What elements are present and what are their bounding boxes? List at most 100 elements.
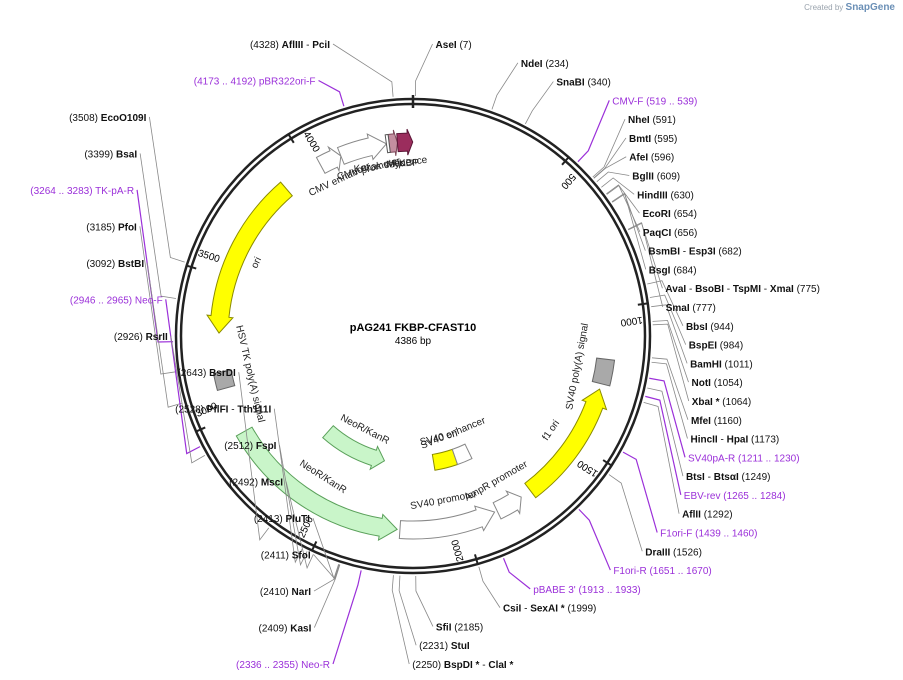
label-part: (777) <box>690 303 716 314</box>
primer-label[interactable]: (2946 .. 2965) Neo-F <box>70 295 163 306</box>
primer-label[interactable]: EBV-rev (1265 .. 1284) <box>684 491 786 502</box>
feature-sv40-promoter <box>398 505 496 540</box>
enzyme-label[interactable]: AfeI (596) <box>629 153 674 164</box>
label-part: (3399) <box>84 149 116 160</box>
enzyme-label[interactable]: NotI (1054) <box>692 378 743 389</box>
label-part: (3185) <box>86 222 118 233</box>
enzyme-labels: AseI (7) NdeI (234) SnaBI (340)CMV-F (519 … <box>30 40 820 671</box>
label-part: (7) <box>457 40 472 51</box>
label-part: (2410) <box>260 587 292 598</box>
label-part: (2413) <box>254 514 286 525</box>
enzyme-label[interactable]: (2409) KasI <box>259 624 312 635</box>
leader-line <box>608 474 643 552</box>
enzyme-label[interactable]: (3092) BstBI <box>86 259 144 270</box>
tick-mark <box>474 554 479 566</box>
enzyme-label[interactable]: EcoRI (654) <box>642 209 696 220</box>
enzyme-label[interactable]: BsmBI - Esp3I (682) <box>648 247 741 258</box>
enzyme-label[interactable]: AvaI - BsoBI - TspMI - XmaI (775) <box>665 284 820 295</box>
enzyme-label[interactable]: (2411) SfoI <box>261 551 311 562</box>
label-part: (1064) <box>722 397 751 408</box>
enzyme-label[interactable]: DraIII (1526) <box>645 547 702 558</box>
label-part: - <box>521 604 530 615</box>
primer-label[interactable]: (4173 .. 4192) pBR322ori-F <box>194 76 316 87</box>
enzyme-label[interactable]: NdeI (234) <box>521 59 569 70</box>
label-part: F1ori-F <box>660 528 692 539</box>
enzyme-label[interactable]: BtsI - BtsαI (1249) <box>686 472 771 483</box>
label-part: RsrII <box>146 332 168 343</box>
label-part: (1173) <box>748 435 779 446</box>
enzyme-label[interactable]: HindIII (630) <box>637 190 694 201</box>
enzyme-label[interactable]: NheI (591) <box>628 115 676 126</box>
enzyme-label[interactable]: BspEI (984) <box>689 341 743 352</box>
enzyme-label[interactable]: (2643) BsrDI <box>177 368 236 379</box>
leader-line <box>651 357 689 420</box>
primer-label[interactable]: CMV-F (519 .. 539) <box>612 96 697 107</box>
tick-mark <box>194 426 206 433</box>
enzyme-label[interactable]: HincII - HpaI (1173) <box>690 435 779 446</box>
enzyme-label[interactable]: (2926) RsrII <box>114 332 168 343</box>
leader-line <box>606 184 640 214</box>
label-part: (2926) <box>114 332 146 343</box>
enzyme-label[interactable]: (4328) AflIII - PciI <box>250 40 330 51</box>
primer-label[interactable]: F1ori-R (1651 .. 1670) <box>613 566 711 577</box>
leader-line <box>611 192 646 251</box>
enzyme-label[interactable]: (3508) EcoO109I <box>69 113 146 124</box>
leader-line <box>146 262 183 408</box>
enzyme-label[interactable]: SmaI (777) <box>666 303 716 314</box>
label-part: (1054) <box>711 378 743 389</box>
enzyme-label[interactable]: XbaI * (1064) <box>692 397 751 408</box>
primer-label[interactable]: SV40pA-R (1211 .. 1230) <box>688 453 800 464</box>
label-part: KasI <box>290 624 311 635</box>
label-part: (519 .. 539) <box>643 96 697 107</box>
enzyme-label[interactable]: (2413) PluTI <box>254 514 310 525</box>
enzyme-label[interactable]: SnaBI (340) <box>556 78 610 89</box>
brand-product: SnapGene <box>845 2 895 13</box>
enzyme-label[interactable]: (2250) BspDI * - ClaI * <box>412 660 513 671</box>
enzyme-label[interactable]: AflII (1292) <box>682 510 733 521</box>
label-part: AseI <box>436 40 457 51</box>
enzyme-label[interactable]: BamHI (1011) <box>690 359 753 370</box>
enzyme-label[interactable]: (3185) PfoI <box>86 222 137 233</box>
feature-label: SV40 promoter <box>409 489 478 512</box>
label-part: (775) <box>794 284 820 295</box>
primer-label[interactable]: pBABE 3' (1913 .. 1933) <box>533 585 641 596</box>
enzyme-label[interactable]: BbsI (944) <box>686 322 734 333</box>
enzyme-label[interactable]: (2528) PflFI - Tth111I <box>175 405 271 416</box>
label-part: (682) <box>716 247 742 258</box>
label-part: SfiI <box>436 622 452 633</box>
enzyme-label[interactable]: PaqCI (656) <box>643 228 697 239</box>
label-part: EcoRI <box>642 209 671 220</box>
enzyme-label[interactable]: MfeI (1160) <box>691 416 742 427</box>
label-part: (3264 .. 3283) <box>30 186 95 197</box>
leader-line <box>652 323 690 402</box>
primer-label[interactable]: (3264 .. 3283) TK-pA-R <box>30 186 134 197</box>
enzyme-label[interactable]: (3399) BsaI <box>84 149 137 160</box>
label-part: (2231) <box>419 641 451 652</box>
tick-mark <box>287 132 295 144</box>
leader-line <box>285 481 314 570</box>
enzyme-label[interactable]: AseI (7) <box>436 40 472 51</box>
brand-created-by: Created by <box>804 3 844 12</box>
label-part: (2250) <box>412 660 444 671</box>
enzyme-label[interactable]: (2492) MscI <box>229 478 283 489</box>
label-part: (3092) <box>86 259 118 270</box>
leader-line <box>601 177 635 195</box>
label-part: (1011) <box>722 359 753 370</box>
enzyme-label[interactable]: CsiI - SexAI * (1999) <box>503 604 596 615</box>
enzyme-label[interactable]: (2231) StuI <box>419 641 470 652</box>
label-part: - <box>761 284 770 295</box>
label-part: XmaI <box>770 284 794 295</box>
leader-line <box>628 222 664 308</box>
feature-label: ori <box>249 256 264 271</box>
label-part: (596) <box>648 153 674 164</box>
enzyme-label[interactable]: BmtI (595) <box>629 134 677 145</box>
enzyme-label[interactable]: SfiI (2185) <box>436 622 483 633</box>
primer-label[interactable]: (2336 .. 2355) Neo-R <box>236 660 330 671</box>
enzyme-label[interactable]: BglII (609) <box>632 172 680 183</box>
primer-label[interactable]: F1ori-F (1439 .. 1460) <box>660 528 757 539</box>
feature-cmv-enhancer <box>315 145 342 174</box>
enzyme-label[interactable]: (2512) FspI <box>224 441 276 452</box>
enzyme-label[interactable]: BsgI (684) <box>649 265 697 276</box>
label-part: (1160) <box>711 416 742 427</box>
enzyme-label[interactable]: (2410) NarI <box>260 587 311 598</box>
